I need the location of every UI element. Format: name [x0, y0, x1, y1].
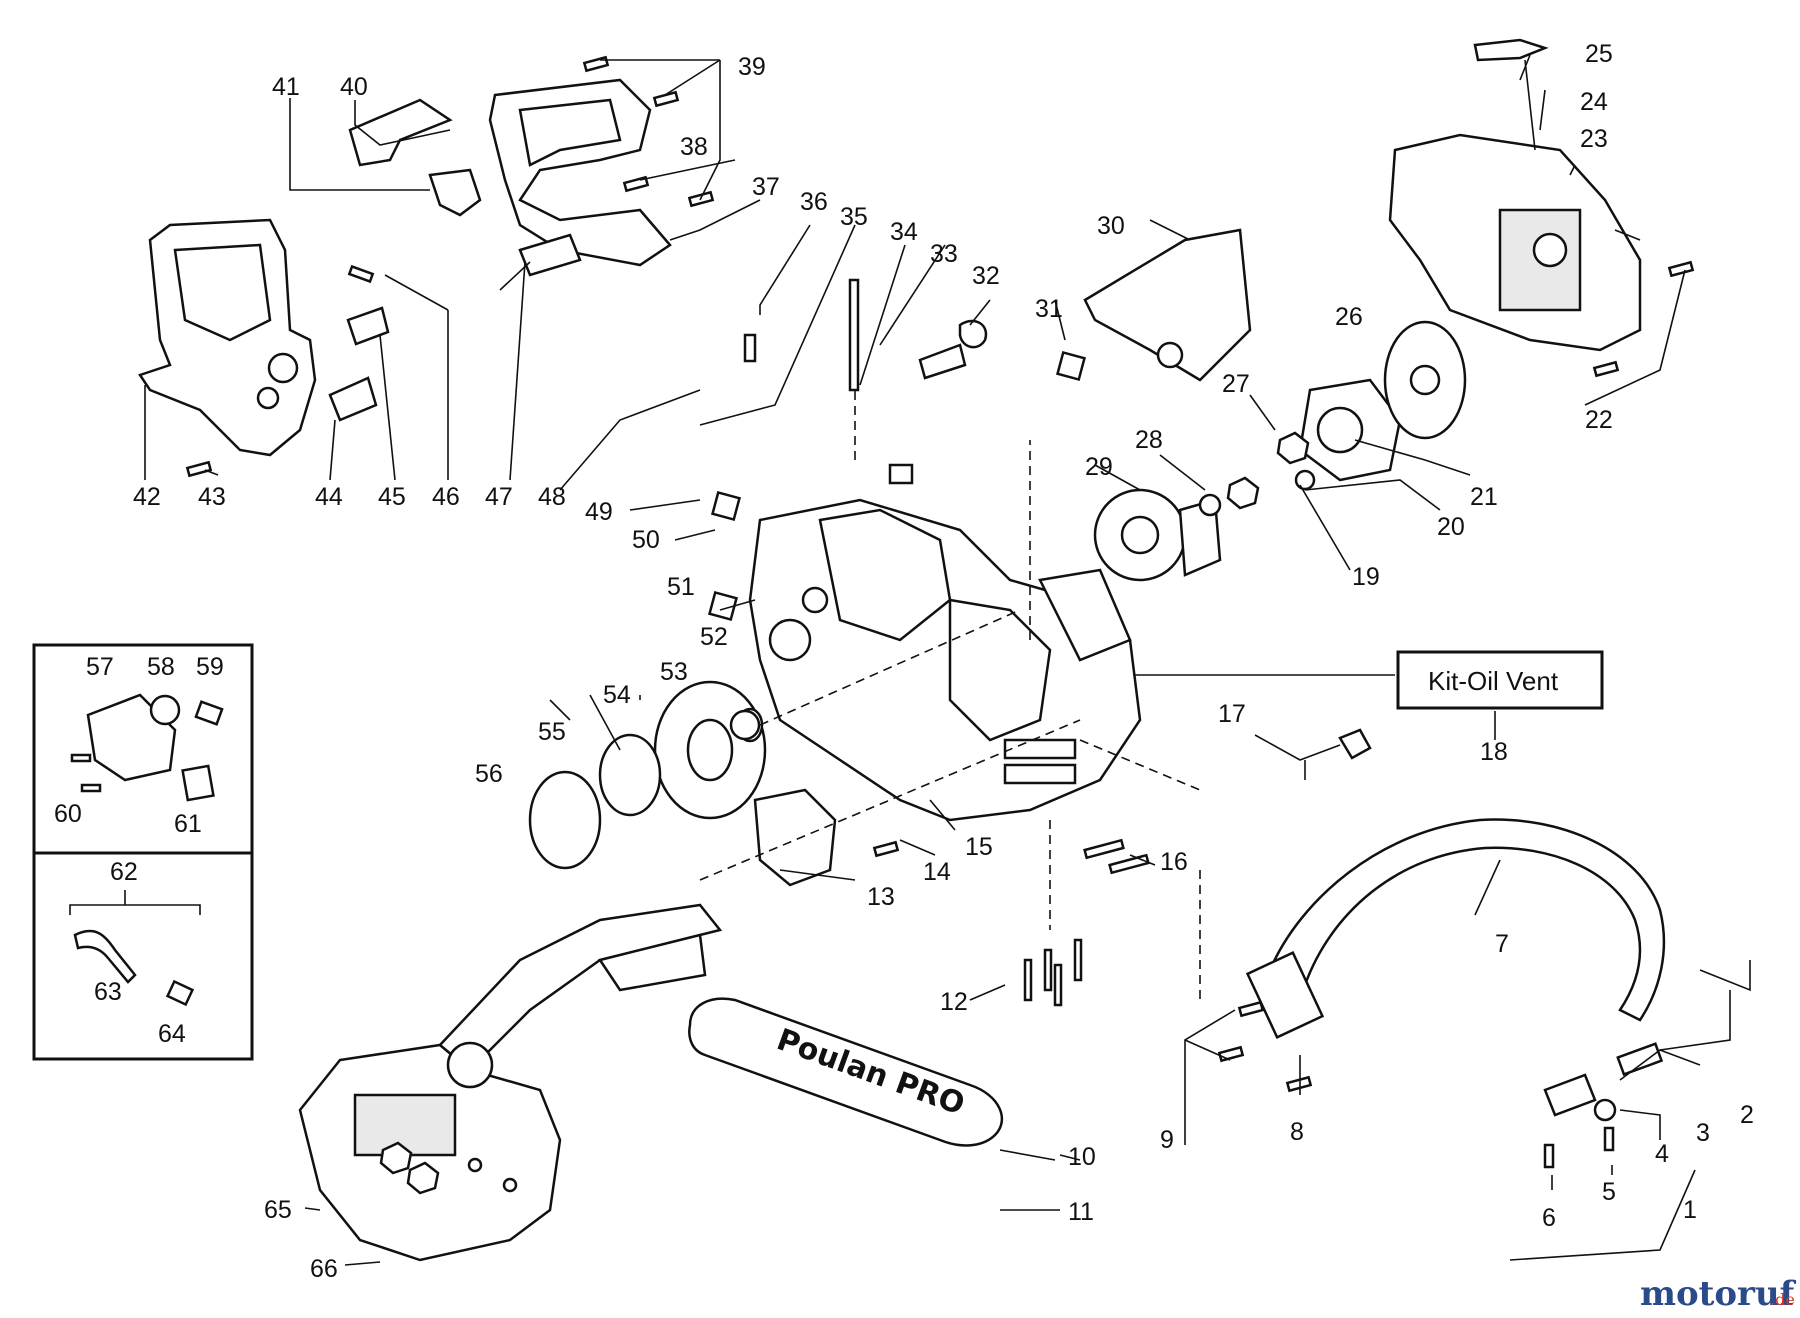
oil-pump-part — [70, 693, 224, 802]
callout-38: 38 — [680, 133, 708, 161]
callout-34: 34 — [890, 218, 918, 246]
callout-32: 32 — [972, 262, 1000, 290]
callout-35: 35 — [840, 203, 868, 231]
callout-40: 40 — [340, 73, 368, 101]
callout-66: 66 — [310, 1255, 338, 1283]
callout-14: 14 — [923, 858, 951, 886]
clutch-cover-part — [298, 903, 723, 1262]
callout-1: 1 — [1683, 1196, 1697, 1224]
watermark-main: motoruf — [1640, 1274, 1797, 1314]
callout-6: 6 — [1542, 1204, 1556, 1232]
bolt-part — [185, 55, 1695, 1195]
callout-61: 61 — [174, 810, 202, 838]
callout-28: 28 — [1135, 426, 1163, 454]
callout-19: 19 — [1352, 563, 1380, 591]
callout-13: 13 — [867, 883, 895, 911]
callout-23: 23 — [1580, 125, 1608, 153]
callout-20: 20 — [1437, 513, 1465, 541]
callout-8: 8 — [1290, 1118, 1304, 1146]
callout-41: 41 — [272, 73, 300, 101]
callout-17: 17 — [1218, 700, 1246, 728]
callout-16: 16 — [1160, 848, 1188, 876]
shield-plate-part — [1083, 228, 1252, 382]
leader-lines — [144, 54, 1751, 1266]
callout-21: 21 — [1470, 483, 1498, 511]
callout-50: 50 — [632, 526, 660, 554]
callout-2: 2 — [1740, 1101, 1754, 1129]
callout-27: 27 — [1222, 370, 1250, 398]
watermark-suffix: .de — [1770, 1290, 1795, 1309]
callout-52: 52 — [700, 623, 728, 651]
callout-44: 44 — [315, 483, 343, 511]
starter-housing-part — [1388, 38, 1642, 352]
callout-48: 48 — [538, 483, 566, 511]
callout-18: 18 — [1480, 738, 1508, 766]
callout-64: 64 — [158, 1020, 186, 1048]
callout-11: 11 — [1068, 1198, 1094, 1226]
oil-hose-part — [73, 929, 195, 1007]
kit-oil-vent-label: Kit-Oil Vent — [1428, 666, 1559, 696]
callout-51: 51 — [667, 573, 695, 601]
callout-65: 65 — [264, 1196, 292, 1224]
callout-54: 54 — [603, 681, 631, 709]
guide-bar-part: Poulan PRO — [688, 997, 1004, 1147]
callout-60: 60 — [54, 800, 82, 828]
spring-part — [328, 233, 582, 422]
callout-56: 56 — [475, 760, 503, 788]
crankcase-part — [748, 498, 1142, 822]
callout-9: 9 — [1160, 1126, 1174, 1154]
callout-26: 26 — [1335, 303, 1363, 331]
watermark: motoruf .de — [1640, 1274, 1797, 1314]
front-cover-part — [138, 218, 317, 457]
callout-36: 36 — [800, 188, 828, 216]
callout-53: 53 — [660, 658, 688, 686]
callout-22: 22 — [1585, 406, 1613, 434]
callout-29: 29 — [1085, 453, 1113, 481]
alignment-lines — [699, 390, 1201, 1000]
callout-3: 3 — [1696, 1119, 1710, 1147]
callout-33: 33 — [930, 240, 958, 268]
callout-62: 62 — [110, 858, 138, 886]
callout-24: 24 — [1580, 88, 1608, 116]
callout-37: 37 — [752, 173, 780, 201]
bar-plate-part — [753, 788, 837, 887]
callout-30: 30 — [1097, 212, 1125, 240]
kit-oil-vent-box — [1396, 650, 1604, 710]
callout-25: 25 — [1585, 40, 1613, 68]
callout-7: 7 — [1495, 930, 1509, 958]
callout-42: 42 — [133, 483, 161, 511]
callout-31: 31 — [1035, 295, 1063, 323]
clutch-drum-part — [528, 680, 767, 870]
callout-57: 57 — [86, 653, 114, 681]
callout-59: 59 — [196, 653, 224, 681]
callout-15: 15 — [965, 833, 993, 861]
callout-63: 63 — [94, 978, 122, 1006]
flywheel-part — [1093, 488, 1222, 582]
starter-pulley-part — [1298, 320, 1467, 482]
callout-47: 47 — [485, 483, 513, 511]
callout-43: 43 — [198, 483, 226, 511]
callout-numbers: 1 2 3 4 5 6 7 8 9 10 11 12 13 14 15 16 1… — [54, 40, 1754, 1283]
callout-45: 45 — [378, 483, 406, 511]
callout-55: 55 — [538, 718, 566, 746]
rear-handle-part — [348, 78, 672, 267]
front-handlebar-part — [1245, 818, 1666, 1039]
callout-46: 46 — [432, 483, 460, 511]
spring-part — [1543, 1042, 1664, 1122]
callout-5: 5 — [1602, 1178, 1616, 1206]
callout-39: 39 — [738, 53, 766, 81]
callout-4: 4 — [1655, 1140, 1669, 1168]
callout-12: 12 — [940, 988, 968, 1016]
oil-hose-kit-box — [32, 851, 254, 1061]
callout-58: 58 — [147, 653, 175, 681]
callout-10: 10 — [1068, 1143, 1096, 1171]
callout-49: 49 — [585, 498, 613, 526]
